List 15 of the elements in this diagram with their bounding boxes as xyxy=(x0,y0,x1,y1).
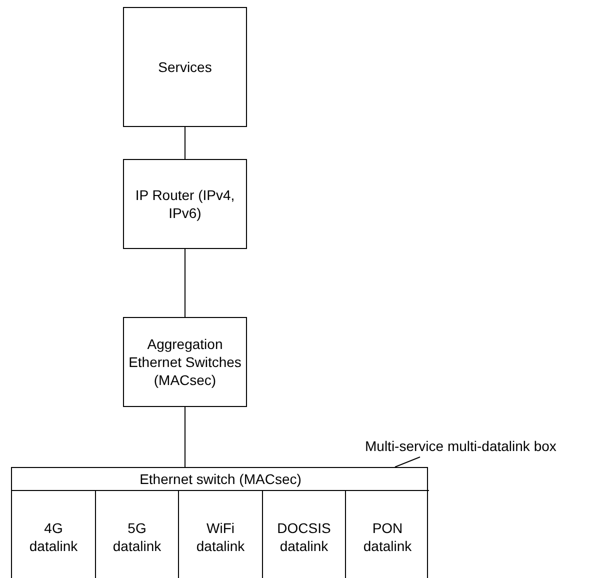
datalink-cell: 4G datalink xyxy=(12,491,96,578)
leader-line xyxy=(394,456,420,468)
connector-line xyxy=(184,248,186,318)
process-box: Services xyxy=(123,7,247,127)
box-outline xyxy=(11,467,428,578)
datalink-cell: DOCSIS datalink xyxy=(263,491,346,578)
process-box: IP Router (IPv4, IPv6) xyxy=(123,159,247,249)
process-box: Aggregation Ethernet Switches (MACsec) xyxy=(123,317,247,407)
datalink-cell: PON datalink xyxy=(346,491,429,578)
connector-line xyxy=(184,406,186,468)
datalink-cell: 5G datalink xyxy=(96,491,179,578)
connector-line xyxy=(184,126,186,160)
datalink-cell: WiFi datalink xyxy=(179,491,263,578)
callout-text: Multi-service multi-datalink box xyxy=(365,436,556,456)
switch-band: Ethernet switch (MACsec) xyxy=(12,468,429,491)
